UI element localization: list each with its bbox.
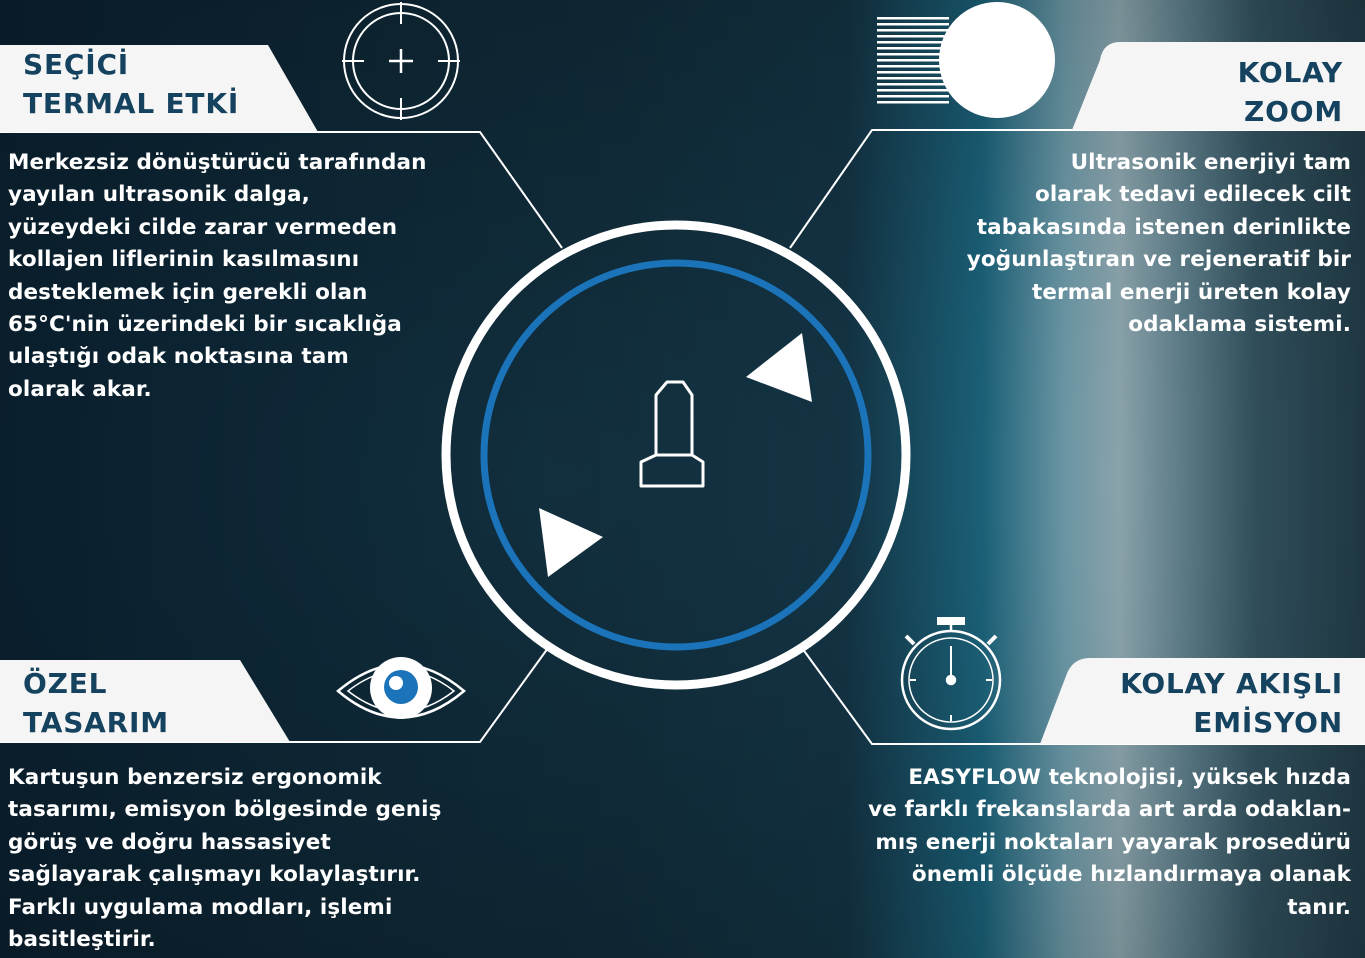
play-arrow-icon xyxy=(746,333,812,402)
center-dial xyxy=(441,220,911,690)
outer-ring xyxy=(441,220,911,690)
title-bottom-left: ÖZEL TASARIM xyxy=(23,664,169,742)
title-tab-bottom-right xyxy=(1040,658,1365,744)
description-line: olarak tedavi edilecek cilt xyxy=(1034,182,1351,208)
zoom-lens-icon xyxy=(877,2,1055,118)
title-line: KOLAY AKIŞLI xyxy=(1120,667,1343,700)
description-line: basitleştirir. xyxy=(8,927,156,953)
title-top-right: KOLAY ZOOM xyxy=(1238,53,1343,131)
eye-icon xyxy=(336,657,466,719)
stopwatch-icon xyxy=(900,617,1002,731)
description-line: sağlayarak çalışmayı kolaylaştırır. xyxy=(8,862,421,888)
inner-ring xyxy=(480,259,872,651)
title-line: KOLAY xyxy=(1237,56,1343,89)
description-line: tasarımı, emisyon bölgesinde geniş xyxy=(8,797,442,823)
description-line: olarak akar. xyxy=(8,376,152,402)
title-line: ÖZEL xyxy=(23,667,108,700)
description-line: tanır. xyxy=(1287,894,1351,920)
description-line: kollajen liflerinin kasılmasını xyxy=(8,247,360,273)
description-line: odaklama sistemi. xyxy=(1128,312,1351,338)
description-line: görüş ve doğru hassasiyet xyxy=(8,829,331,855)
description-line: Merkezsiz dönüştürücü tarafından xyxy=(8,150,427,175)
description-line: desteklemek için gerekli olan xyxy=(8,279,368,305)
description-top-right: Ultrasonik enerjiyi tam olarak tedavi ed… xyxy=(967,147,1351,341)
title-line: TASARIM xyxy=(23,706,169,739)
play-arrow-icon xyxy=(539,508,603,577)
description-bottom-right: EASYFLOW teknolojisi, yüksek hızda ve fa… xyxy=(868,762,1351,924)
description-line: EASYFLOW teknolojisi, yüksek hızda xyxy=(908,765,1351,790)
description-line: mış enerji noktaları yayarak prosedürü xyxy=(875,829,1351,855)
title-line: EMİSYON xyxy=(1193,706,1343,739)
description-line: tabakasında istenen derinlikte xyxy=(976,214,1351,240)
description-top-left: Merkezsiz dönüştürücü tarafından yayılan… xyxy=(8,147,427,406)
description-line: ve farklı frekanslarda art arda odaklan- xyxy=(868,797,1351,823)
description-bottom-left: Kartuşun benzersiz ergonomik tasarımı, e… xyxy=(8,762,442,956)
title-tab-top-right xyxy=(1072,42,1365,130)
title-top-left: SEÇİCİ TERMAL ETKİ xyxy=(23,45,239,123)
description-line: Farklı uygulama modları, işlemi xyxy=(8,894,393,920)
title-line: SEÇİCİ xyxy=(23,48,130,81)
description-line: yayılan ultrasonik dalga, xyxy=(8,182,310,208)
description-line: Kartuşun benzersiz ergonomik xyxy=(8,765,382,790)
title-tab-top-left xyxy=(0,45,318,132)
title-line: ZOOM xyxy=(1244,95,1343,128)
description-line: Ultrasonik enerjiyi tam xyxy=(1070,150,1351,175)
description-line: önemli ölçüde hızlandırmaya olanak xyxy=(911,862,1351,888)
cartridge-icon xyxy=(639,380,705,488)
description-line: termal enerji üreten kolay xyxy=(1032,279,1351,305)
description-line: yüzeydeki cilde zarar vermeden xyxy=(8,214,398,240)
description-line: 65°C'nin üzerindeki bir sıcaklığa xyxy=(8,312,402,338)
description-line: yoğunlaştıran ve rejeneratif bir xyxy=(966,247,1351,273)
title-bottom-right: KOLAY AKIŞLI EMİSYON xyxy=(1120,664,1343,742)
title-tab-bottom-left xyxy=(0,660,290,742)
crosshair-icon xyxy=(342,2,460,120)
description-line: ulaştığı odak noktasına tam xyxy=(8,344,349,370)
title-line: TERMAL ETKİ xyxy=(23,87,240,120)
